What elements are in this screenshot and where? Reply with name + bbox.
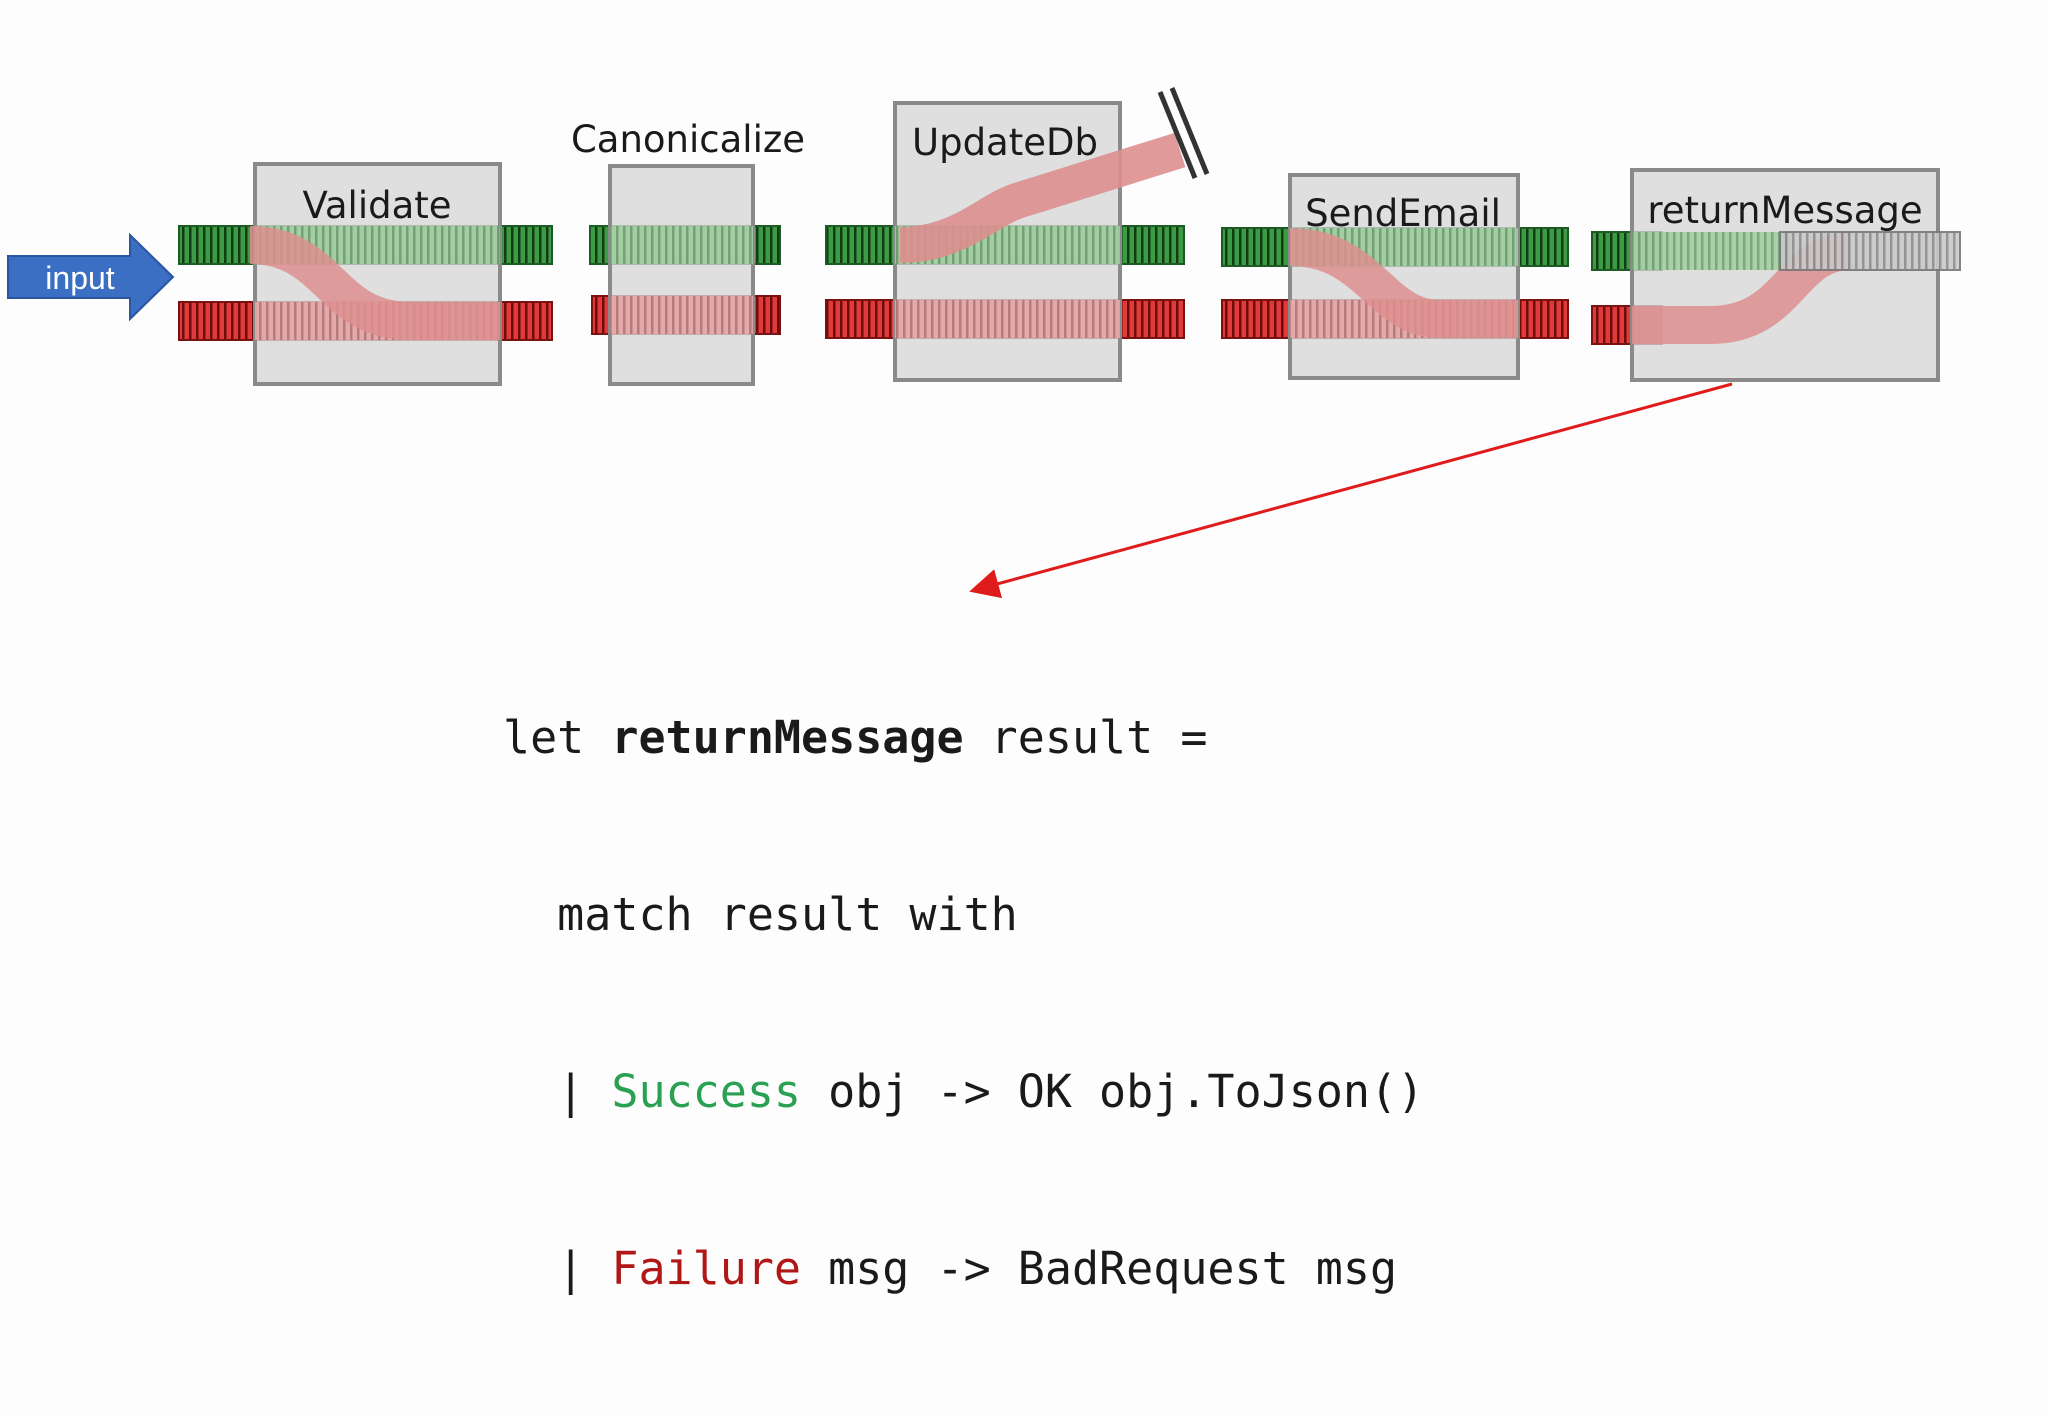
canonicalize-function: Canonicalize — [571, 118, 805, 386]
code-line-4-rest: msg -> BadRequest msg — [801, 1242, 1398, 1295]
updatedb-label: UpdateDb — [912, 121, 1098, 164]
code-line-1-rest: result = — [963, 711, 1208, 764]
code-line-3-bar: | — [503, 1065, 612, 1118]
code-line-4-bar: | — [503, 1242, 612, 1295]
code-line-2: match result with — [503, 888, 1018, 941]
canonicalize-label: Canonicalize — [571, 118, 805, 161]
code-keyword-let: let — [503, 711, 585, 764]
input-label: input — [45, 260, 115, 296]
code-line-1: let returnMessage result = — [503, 708, 1424, 767]
slide: input Validate Canonicalize — [7, 87, 1961, 1295]
code-failure-case: Failure — [611, 1242, 802, 1295]
returnmessage-label: returnMessage — [1647, 189, 1922, 232]
code-success-case: Success — [611, 1065, 802, 1118]
sendemail-label: SendEmail — [1305, 192, 1501, 235]
sendemail-function: SendEmail — [1221, 173, 1569, 380]
validate-label: Validate — [302, 184, 451, 227]
code-line-4: | Failure msg -> BadRequest msg — [503, 1239, 1424, 1298]
code-line-3-rest: obj -> OK obj.ToJson() — [801, 1065, 1425, 1118]
validate-function: Validate — [178, 162, 553, 386]
code-block: let returnMessage result = match result … — [503, 590, 1424, 1416]
input-arrow: input — [7, 232, 175, 322]
updatedb-function: UpdateDb — [825, 87, 1210, 382]
callout-arrow — [969, 382, 1733, 599]
railway-diagram: input Validate Canonicalize — [7, 87, 1961, 599]
code-function-name: returnMessage — [611, 711, 964, 764]
code-line-3: | Success obj -> OK obj.ToJson() — [503, 1062, 1424, 1121]
returnmessage-function: returnMessage — [1591, 168, 1961, 382]
